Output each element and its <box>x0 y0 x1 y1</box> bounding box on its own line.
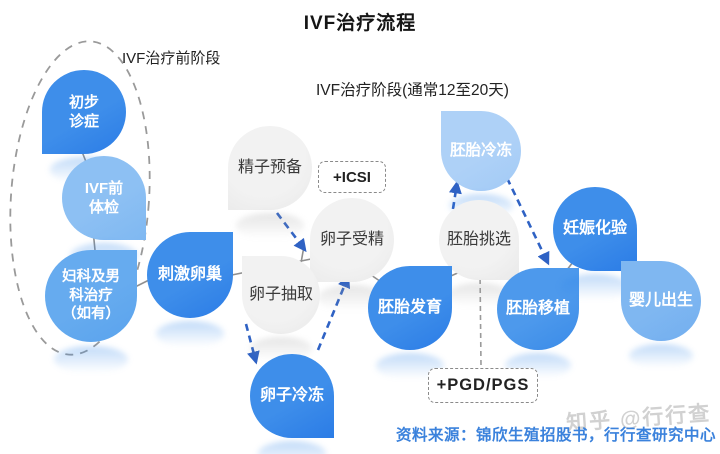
node-label: IVF前 体检 <box>84 179 124 217</box>
pgd-pgs-option-box: +PGD/PGS <box>428 368 538 403</box>
icsi-label: +ICSI <box>333 168 371 186</box>
node-label: 胚胎移植 <box>505 299 570 317</box>
node-label: 妊娠化验 <box>562 219 627 237</box>
pgd-pgs-label: +PGD/PGS <box>436 376 530 394</box>
node-label: 婴儿出生 <box>628 291 693 309</box>
node-label: 卵子抽取 <box>248 285 313 303</box>
pre-stage-label: IVF治疗前阶段 <box>122 50 221 67</box>
arrow-sperm-to-fertilization <box>275 212 307 253</box>
node-pregnancy-test: 妊娠化验 <box>553 187 637 271</box>
node-egg-fertilization: 卵子受精 <box>310 198 394 282</box>
node-label: 初步 诊症 <box>68 93 99 131</box>
node-baby-birth: 婴儿出生 <box>621 261 701 341</box>
node-label: 胚胎发育 <box>377 298 442 316</box>
node-label: 卵子受精 <box>319 230 384 248</box>
node-label: 胚胎挑选 <box>446 230 511 248</box>
arrow-embryofreezing-to-transfer <box>505 177 550 266</box>
node-pre-ivf-checkup: IVF前 体检 <box>62 156 146 240</box>
node-embryo-development: 胚胎发育 <box>368 266 452 350</box>
node-label: 卵子冷冻 <box>259 386 324 404</box>
icsi-option-box: +ICSI <box>318 161 386 193</box>
node-label: 精子预备 <box>237 158 302 176</box>
arrow-retrieval-to-eggfreezing <box>244 323 260 365</box>
node-ovarian-stimulation: 刺激卵巢 <box>147 232 233 318</box>
page-title: IVF治疗流程 <box>303 13 417 34</box>
edge-selection-pgd <box>479 269 482 367</box>
node-embryo-transfer: 胚胎移植 <box>497 268 579 350</box>
node-initial-diagnosis: 初步 诊症 <box>42 70 126 154</box>
node-label: 妇科及男 科治疗 （如有） <box>62 268 120 323</box>
node-label: 刺激卵巢 <box>157 265 222 283</box>
node-label: 胚胎冷冻 <box>449 141 512 159</box>
node-embryo-freezing: 胚胎冷冻 <box>441 111 521 191</box>
main-stage-label: IVF治疗阶段(通常12至20天) <box>316 82 509 99</box>
node-sperm-preparation: 精子预备 <box>228 126 312 210</box>
source-credit: 资料来源：锦欣生殖招股书，行行查研究中心 <box>396 427 717 444</box>
node-egg-freezing: 卵子冷冻 <box>250 354 334 438</box>
node-gyn-andro-treatment: 妇科及男 科治疗 （如有） <box>45 250 137 342</box>
node-egg-retrieval: 卵子抽取 <box>242 256 320 334</box>
node-embryo-selection: 胚胎挑选 <box>439 200 519 280</box>
